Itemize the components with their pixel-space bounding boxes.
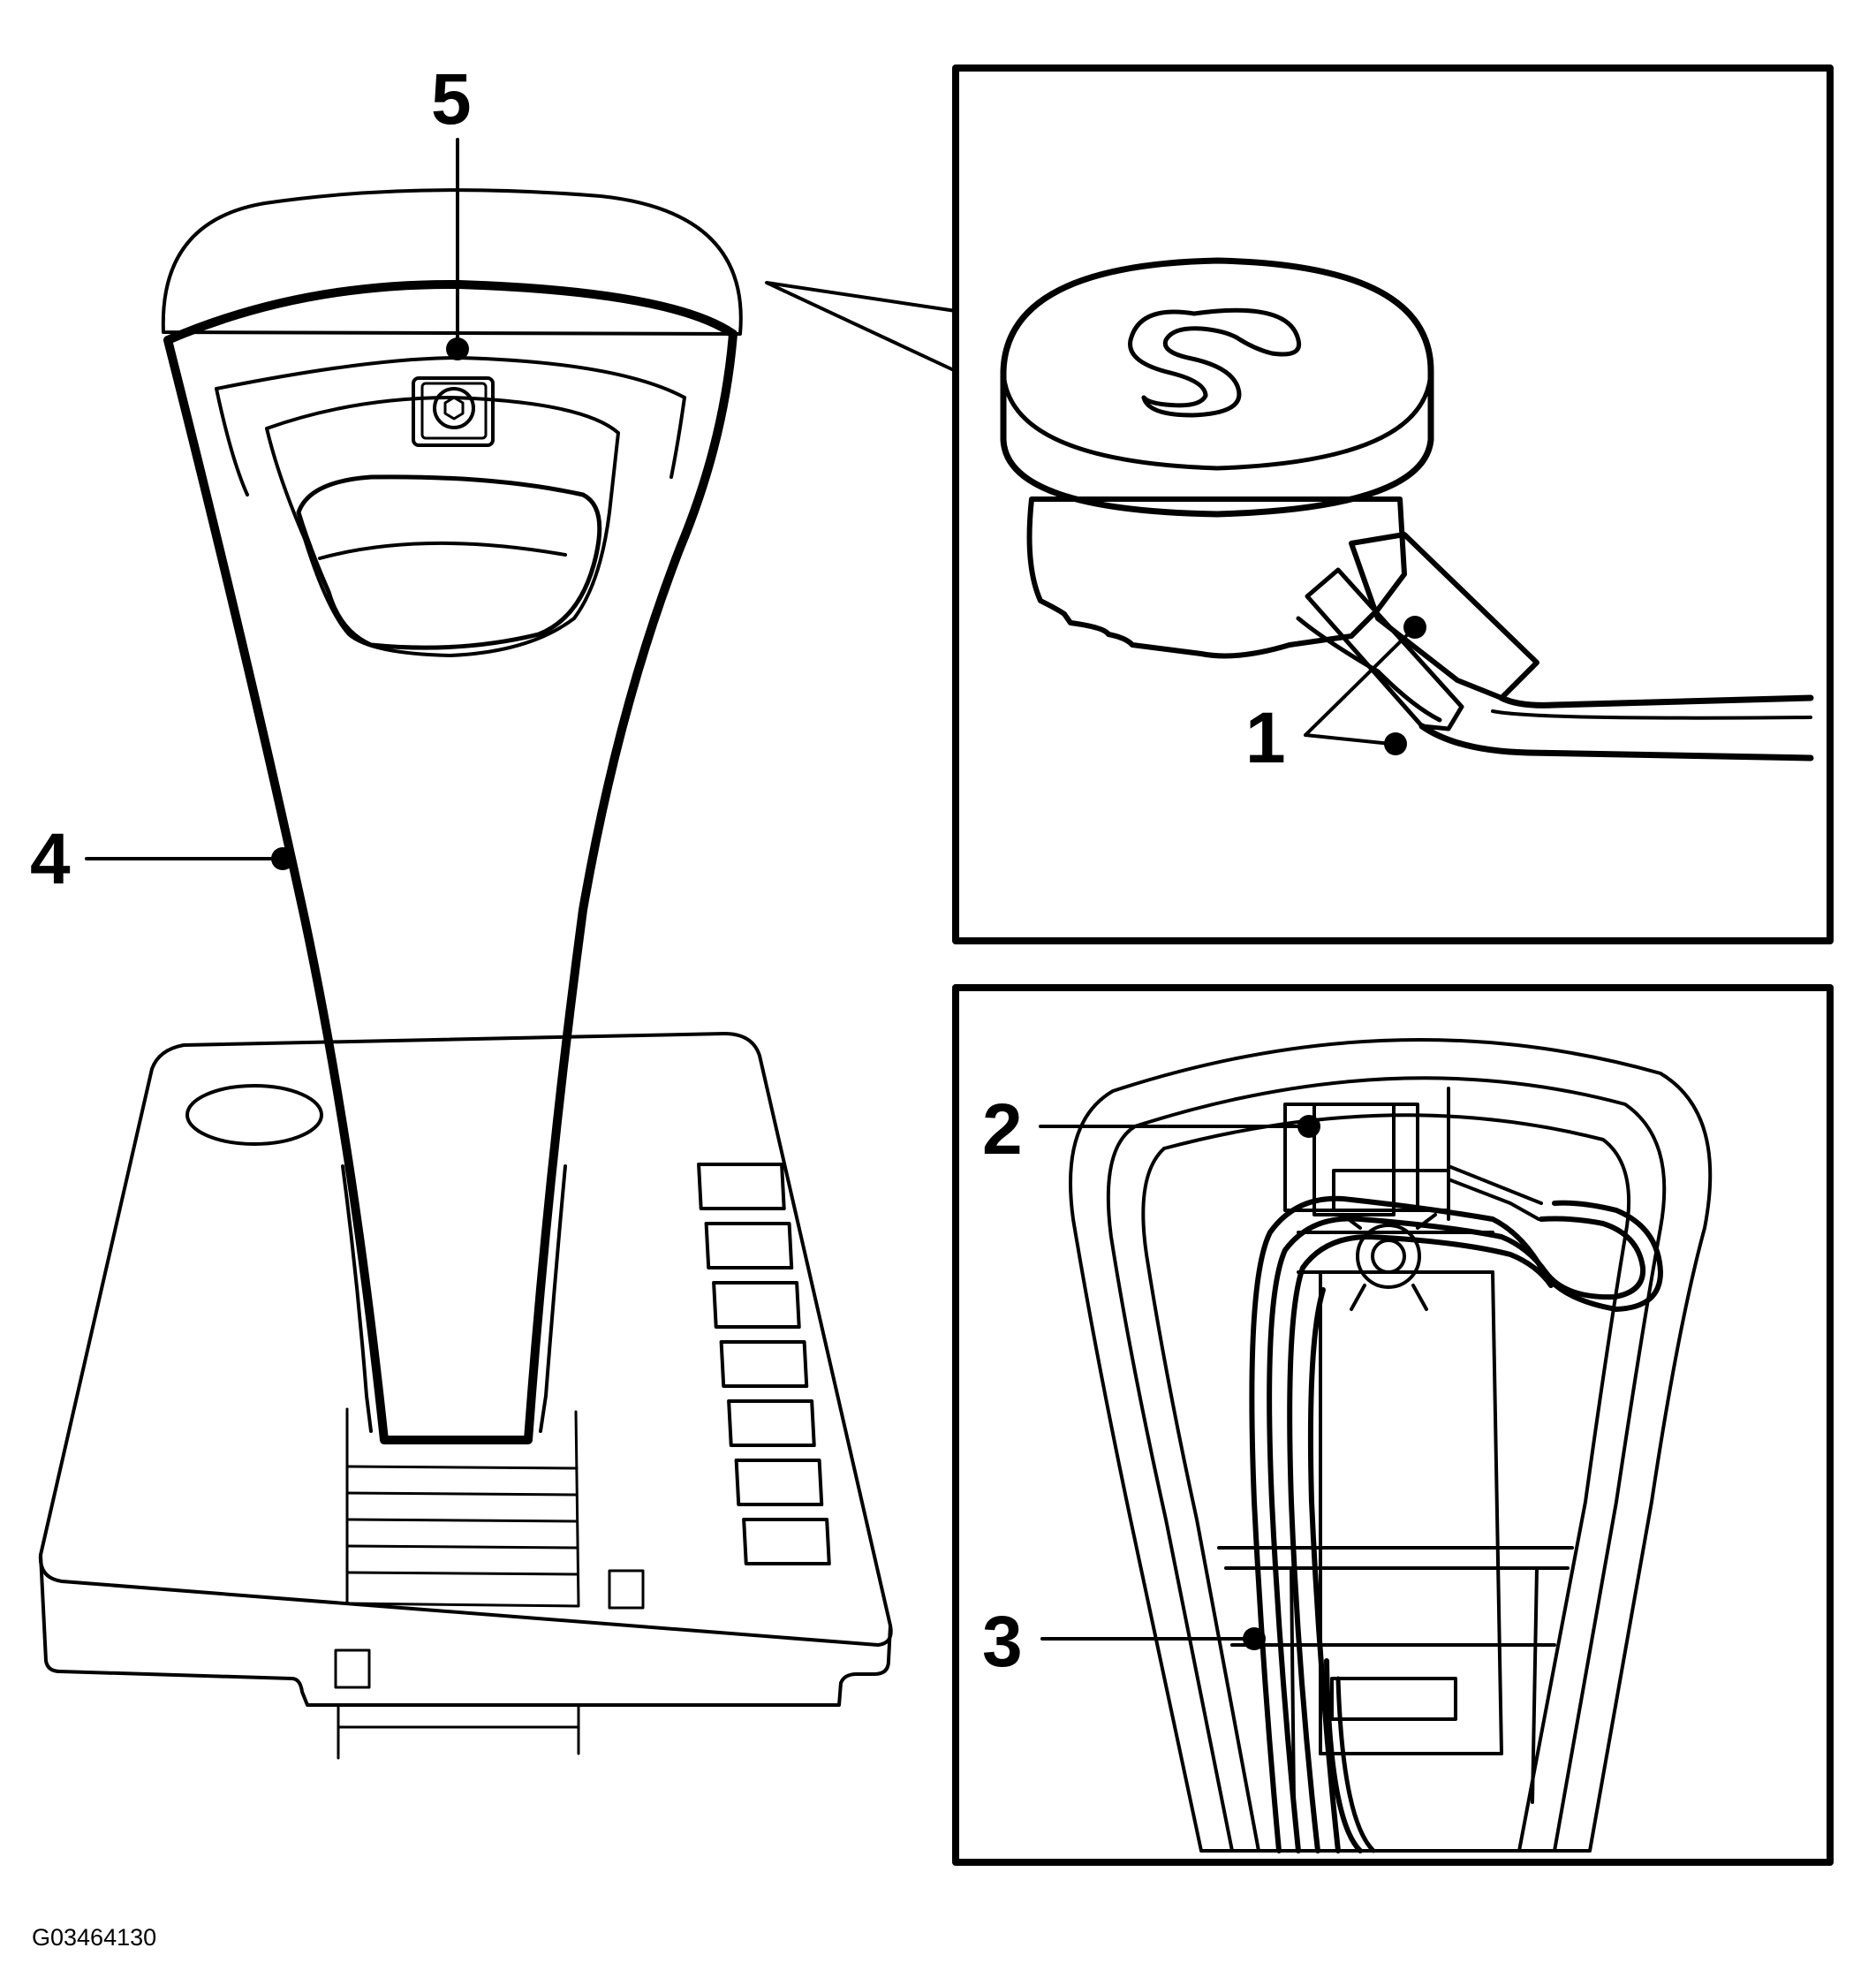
gear-indicator-slots <box>697 1163 831 1565</box>
selector-lever <box>161 188 957 1444</box>
figure-id: G03464130 <box>32 1924 157 1951</box>
inset-button-connector <box>952 64 1834 944</box>
lever-screw <box>412 376 495 447</box>
callout-2-leader <box>1039 1115 1320 1138</box>
selector-base <box>38 1032 893 1760</box>
callout-5-label: 5 <box>431 59 472 140</box>
callout-4-label: 4 <box>30 819 71 899</box>
callout-1-label: 1 <box>1245 698 1286 778</box>
callout-2-label: 2 <box>982 1089 1023 1170</box>
callout-5-leader <box>446 138 469 360</box>
callout-3-leader <box>1040 1627 1266 1650</box>
inset-wiring-underside <box>952 984 1834 1866</box>
callout-3-label: 3 <box>982 1602 1023 1682</box>
callout-1-leader <box>1304 616 1426 755</box>
s-button-icon <box>1128 307 1302 418</box>
callout-4-leader <box>85 847 294 870</box>
